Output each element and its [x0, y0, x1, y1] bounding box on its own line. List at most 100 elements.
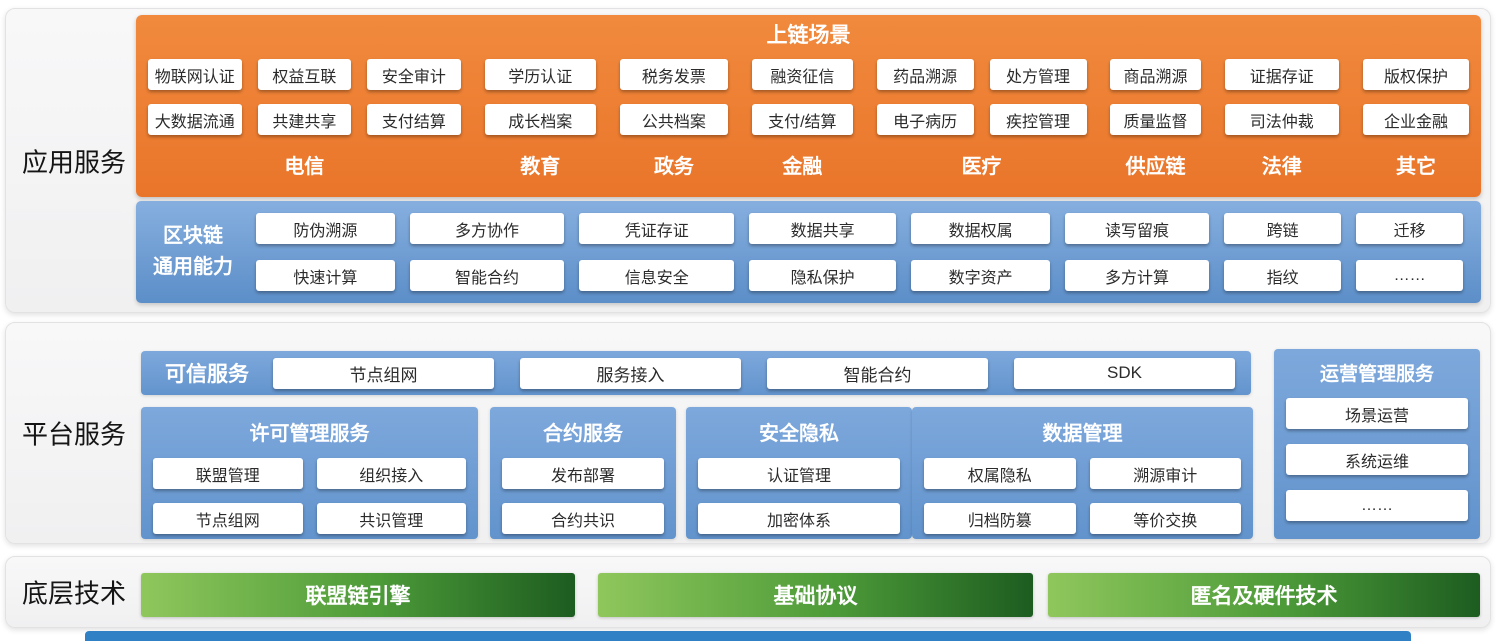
category-label: 供应链 [1125, 156, 1186, 178]
group-title: 安全隐私 [759, 423, 839, 445]
scenario-item: 商品溯源 [1110, 59, 1201, 90]
group-items: 联盟管理 组织接入 节点组网 共识管理 [153, 458, 466, 534]
scenario-categories: 物联网认证 权益互联 安全审计 大数据流通 共建共享 支付结算 电信 学历认证 [148, 59, 1469, 179]
scenario-item: 版权保护 [1363, 59, 1469, 90]
platform-item: 加密体系 [698, 503, 900, 534]
category-other: 版权保护 企业金融 其它 [1363, 59, 1469, 179]
platform-item: 归档防篡 [924, 503, 1076, 534]
category-education: 学历认证 成长档案 教育 [484, 59, 596, 179]
scenario-row: 电子病历 疾控管理 [876, 104, 1087, 135]
scenario-item: 电子病历 [876, 104, 974, 135]
operations-item: 场景运营 [1286, 398, 1468, 429]
capability-item: 指纹 [1223, 260, 1342, 291]
scenario-item: 证据存证 [1224, 59, 1340, 90]
scenario-item: 公共档案 [619, 104, 728, 135]
platform-services-panel: 平台服务 可信服务 节点组网 服务接入 智能合约 SDK 许可管理服务 联盟管理… [5, 322, 1491, 544]
scenario-row: 企业金融 [1363, 104, 1469, 135]
capabilities-label-line1: 区块链 [163, 225, 223, 247]
scenario-row: 学历认证 [484, 59, 596, 90]
underlying-tech-panel: 底层技术 联盟链引擎 基础协议 匿名及硬件技术 [5, 556, 1491, 628]
trusted-services-items: 节点组网 服务接入 智能合约 SDK [273, 357, 1251, 389]
trusted-item: 智能合约 [767, 357, 988, 389]
blockchain-capabilities-label: 区块链 通用能力 [136, 221, 250, 283]
category-telecom: 物联网认证 权益互联 安全审计 大数据流通 共建共享 支付结算 电信 [148, 59, 461, 179]
category-label: 法律 [1261, 156, 1302, 178]
capabilities-grid: 防伪溯源 多方协作 凭证存证 数据共享 数据权属 读写留痕 跨链 迁移 快速计算… [250, 213, 1481, 291]
capability-item: …… [1356, 260, 1463, 291]
scenario-row: 商品溯源 [1110, 59, 1201, 90]
scenario-item: 企业金融 [1363, 104, 1469, 135]
trusted-item: 节点组网 [273, 357, 494, 389]
capability-item: 快速计算 [256, 260, 395, 291]
capability-item: 读写留痕 [1064, 213, 1209, 244]
scenario-row: 版权保护 [1363, 59, 1469, 90]
tech-item-base-protocol: 基础协议 [598, 573, 1033, 617]
scenario-item: 安全审计 [367, 59, 461, 90]
bottom-partial-bar [85, 631, 1411, 641]
group-items: 权属隐私 溯源审计 归档防篡 等价交换 [924, 458, 1241, 534]
category-supply-chain: 商品溯源 质量监督 供应链 [1110, 59, 1201, 179]
trusted-item: 服务接入 [520, 357, 741, 389]
capability-item: 数据共享 [749, 213, 897, 244]
contract-services-group: 合约服务 发布部署 合约共识 [490, 407, 676, 539]
scenario-item: 大数据流通 [148, 104, 242, 135]
category-label: 教育 [520, 156, 561, 178]
capability-item: 智能合约 [409, 260, 565, 291]
platform-item: 节点组网 [153, 503, 303, 534]
scenario-row: 大数据流通 共建共享 支付结算 [148, 104, 461, 135]
group-title: 数据管理 [1042, 423, 1123, 445]
scenario-row: 支付/结算 [751, 104, 853, 135]
scenario-row: 药品溯源 处方管理 [876, 59, 1087, 90]
scenario-item: 权益互联 [257, 59, 352, 90]
platform-item: 等价交换 [1089, 503, 1241, 534]
category-government: 税务发票 公共档案 政务 [619, 59, 728, 179]
capability-item: 多方协作 [409, 213, 565, 244]
category-finance: 融资征信 支付/结算 金融 [751, 59, 853, 179]
application-services-panel: 应用服务 上链场景 物联网认证 权益互联 安全审计 大数据流通 共建共享 支付结… [5, 8, 1491, 313]
onchain-scenarios-title: 上链场景 [766, 24, 851, 47]
category-label: 金融 [782, 156, 823, 178]
category-label: 其它 [1396, 156, 1436, 178]
scenario-item: 学历认证 [484, 59, 596, 90]
license-management-group: 许可管理服务 联盟管理 组织接入 节点组网 共识管理 [141, 407, 478, 539]
tech-item-consortium-chain-engine: 联盟链引擎 [141, 573, 575, 617]
platform-item: 合约共识 [502, 503, 664, 534]
trusted-item: SDK [1014, 357, 1235, 389]
onchain-scenarios-box: 上链场景 物联网认证 权益互联 安全审计 大数据流通 共建共享 支付结算 电信 [136, 15, 1481, 197]
scenario-row: 证据存证 [1224, 59, 1340, 90]
platform-services-label: 平台服务 [21, 419, 126, 450]
scenario-item: 支付/结算 [751, 104, 853, 135]
platform-item: 认证管理 [698, 458, 900, 489]
security-privacy-group: 安全隐私 认证管理 加密体系 [686, 407, 912, 539]
capability-item: 防伪溯源 [256, 213, 395, 244]
capability-item: 隐私保护 [749, 260, 897, 291]
scenario-row: 成长档案 [484, 104, 596, 135]
blockchain-capabilities-strip: 区块链 通用能力 防伪溯源 多方协作 凭证存证 数据共享 数据权属 读写留痕 跨… [136, 201, 1481, 303]
capability-item: 凭证存证 [579, 213, 735, 244]
scenario-item: 税务发票 [619, 59, 728, 90]
capability-item: 迁移 [1356, 213, 1463, 244]
group-title: 合约服务 [543, 423, 623, 445]
platform-item: 联盟管理 [153, 458, 303, 489]
capability-item: 数字资产 [911, 260, 1050, 291]
capability-item: 信息安全 [579, 260, 735, 291]
tech-item-anonymous-hardware: 匿名及硬件技术 [1048, 573, 1480, 617]
category-label: 电信 [284, 156, 325, 178]
scenario-row: 税务发票 [619, 59, 728, 90]
scenario-row: 质量监督 [1110, 104, 1201, 135]
capability-item: 数据权属 [911, 213, 1050, 244]
category-label: 政务 [653, 156, 694, 178]
scenario-item: 质量监督 [1110, 104, 1201, 135]
scenario-item: 处方管理 [989, 59, 1087, 90]
platform-item: 发布部署 [502, 458, 664, 489]
group-items: 发布部署 合约共识 [502, 458, 664, 534]
trusted-services-strip: 可信服务 节点组网 服务接入 智能合约 SDK [141, 351, 1251, 395]
scenario-row: 公共档案 [619, 104, 728, 135]
scenario-item: 成长档案 [484, 104, 596, 135]
application-services-label: 应用服务 [21, 147, 126, 177]
capabilities-label-line2: 通用能力 [153, 256, 233, 278]
capability-item: 跨链 [1223, 213, 1342, 244]
scenario-item: 融资征信 [751, 59, 853, 90]
scenario-item: 药品溯源 [876, 59, 974, 90]
operations-management-title: 运营管理服务 [1319, 364, 1434, 385]
